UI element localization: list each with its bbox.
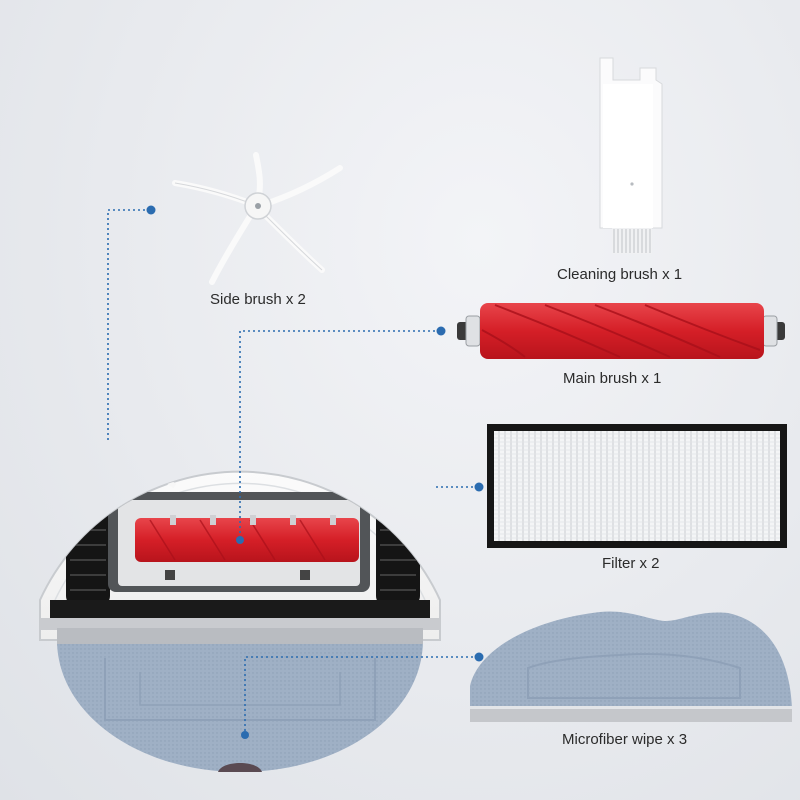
filter-picture — [487, 424, 787, 548]
side-brush-picture — [172, 152, 343, 285]
callout-dots — [146, 205, 484, 739]
filter-label: Filter x 2 — [602, 555, 660, 572]
microfiber-wipe-picture — [470, 611, 792, 722]
cleaning-brush-picture — [599, 57, 663, 254]
microfiber-wipe-label: Microfiber wipe x 3 — [562, 731, 688, 748]
robot-bottom-view — [39, 470, 441, 772]
side-brush-label: Side brush x 2 — [210, 291, 306, 308]
main-brush-label: Main brush x 1 — [563, 370, 662, 387]
cleaning-brush-label: Cleaning brush x 1 — [557, 266, 683, 283]
main-brush-picture — [457, 303, 785, 359]
callout-lines — [107, 209, 478, 735]
